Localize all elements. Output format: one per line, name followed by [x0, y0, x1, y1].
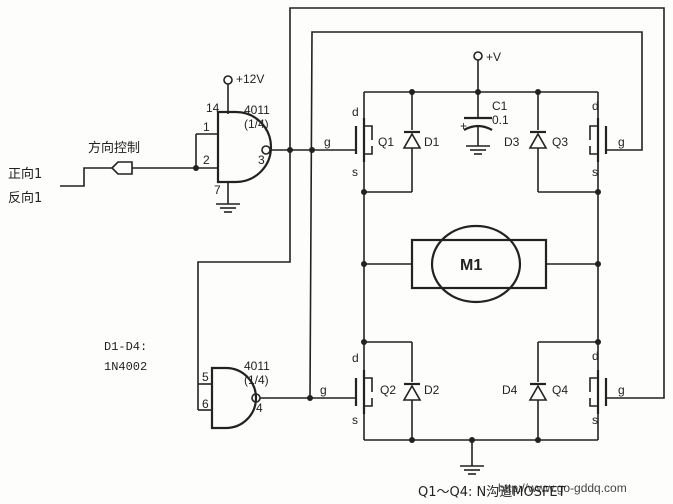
label-pin14: 14 — [206, 101, 220, 115]
label-direction-control: 方向控制 — [88, 140, 140, 156]
label-q3-d: d — [592, 99, 599, 113]
ground-rail — [364, 437, 598, 475]
label-q2-s: s — [352, 413, 358, 427]
label-c1-plus: + — [460, 119, 467, 133]
input-signal — [60, 161, 199, 187]
label-gate1-part: 4011 — [244, 103, 270, 117]
supply-v-terminal — [473, 51, 483, 61]
q3-d3-cell — [528, 92, 630, 195]
label-c1-value: 0.1 — [492, 113, 509, 127]
q2-d2-cell — [354, 339, 422, 440]
label-diode-range: D1-D4: — [104, 340, 147, 354]
label-q2-g: g — [320, 383, 327, 397]
label-forward: 正向1 — [8, 166, 42, 182]
label-gate1-fraction: (1/4) — [244, 117, 269, 131]
label-q3: Q3 — [552, 135, 568, 149]
motor-section — [361, 192, 601, 342]
label-pin7: 7 — [214, 183, 221, 197]
label-gate2-part: 4011 — [244, 359, 270, 373]
label-supply-v: +V — [486, 50, 501, 64]
label-reverse: 反向1 — [8, 190, 42, 206]
q1-d1-cell — [354, 92, 422, 195]
label-supply-12v: +12V — [236, 72, 264, 86]
label-q2: Q2 — [380, 383, 396, 397]
label-transistor-note: Q1～Q4: N沟道MOSFET — [418, 485, 566, 500]
motor-m1-icon — [430, 224, 522, 304]
label-diode-part: 1N4002 — [104, 360, 147, 374]
label-d1: D1 — [424, 135, 440, 149]
label-q1: Q1 — [378, 135, 394, 149]
nand-gate-1 — [195, 75, 356, 213]
text-labels: 正向1 反向1 方向控制 +12V 14 4011 (1/4) 1 2 3 7 … — [8, 50, 627, 500]
label-q1-d: d — [352, 105, 359, 119]
label-d3: D3 — [504, 135, 520, 149]
label-d4: D4 — [502, 383, 518, 397]
diode-d1-icon — [402, 132, 422, 149]
label-pin3: 3 — [258, 153, 265, 167]
label-watermark: http://www.go-gddq.com — [498, 481, 627, 495]
label-q4-s: s — [592, 413, 598, 427]
cross-feedback-wires — [289, 7, 665, 399]
label-pin6: 6 — [202, 397, 209, 411]
nand-gate-2-body — [210, 366, 258, 430]
label-q4-g: g — [618, 383, 625, 397]
label-q4: Q4 — [552, 383, 568, 397]
diode-d4-icon — [528, 384, 548, 401]
label-pin4: 4 — [256, 401, 263, 415]
label-pin2: 2 — [203, 153, 210, 167]
diode-d2-icon — [402, 384, 422, 401]
nand-gate-2 — [197, 150, 356, 430]
label-q4-d: d — [592, 349, 599, 363]
label-gate2-fraction: (1/4) — [244, 373, 269, 387]
label-q1-s: s — [352, 165, 358, 179]
supply-12v-terminal — [223, 75, 233, 85]
label-c1-name: C1 — [492, 99, 508, 113]
label-q2-d: d — [352, 351, 359, 365]
label-motor: M1 — [460, 257, 482, 274]
diode-d3-icon — [528, 132, 548, 149]
label-d2: D2 — [424, 383, 440, 397]
label-q3-g: g — [618, 135, 625, 149]
label-q1-g: g — [324, 135, 331, 149]
input-connector-icon — [110, 161, 133, 175]
q4-d4-cell — [528, 339, 630, 440]
label-q3-s: s — [592, 165, 598, 179]
label-pin5: 5 — [202, 370, 209, 384]
supply-rail — [364, 51, 598, 155]
label-pin1: 1 — [203, 120, 210, 134]
motor-m1-frame — [410, 238, 548, 290]
